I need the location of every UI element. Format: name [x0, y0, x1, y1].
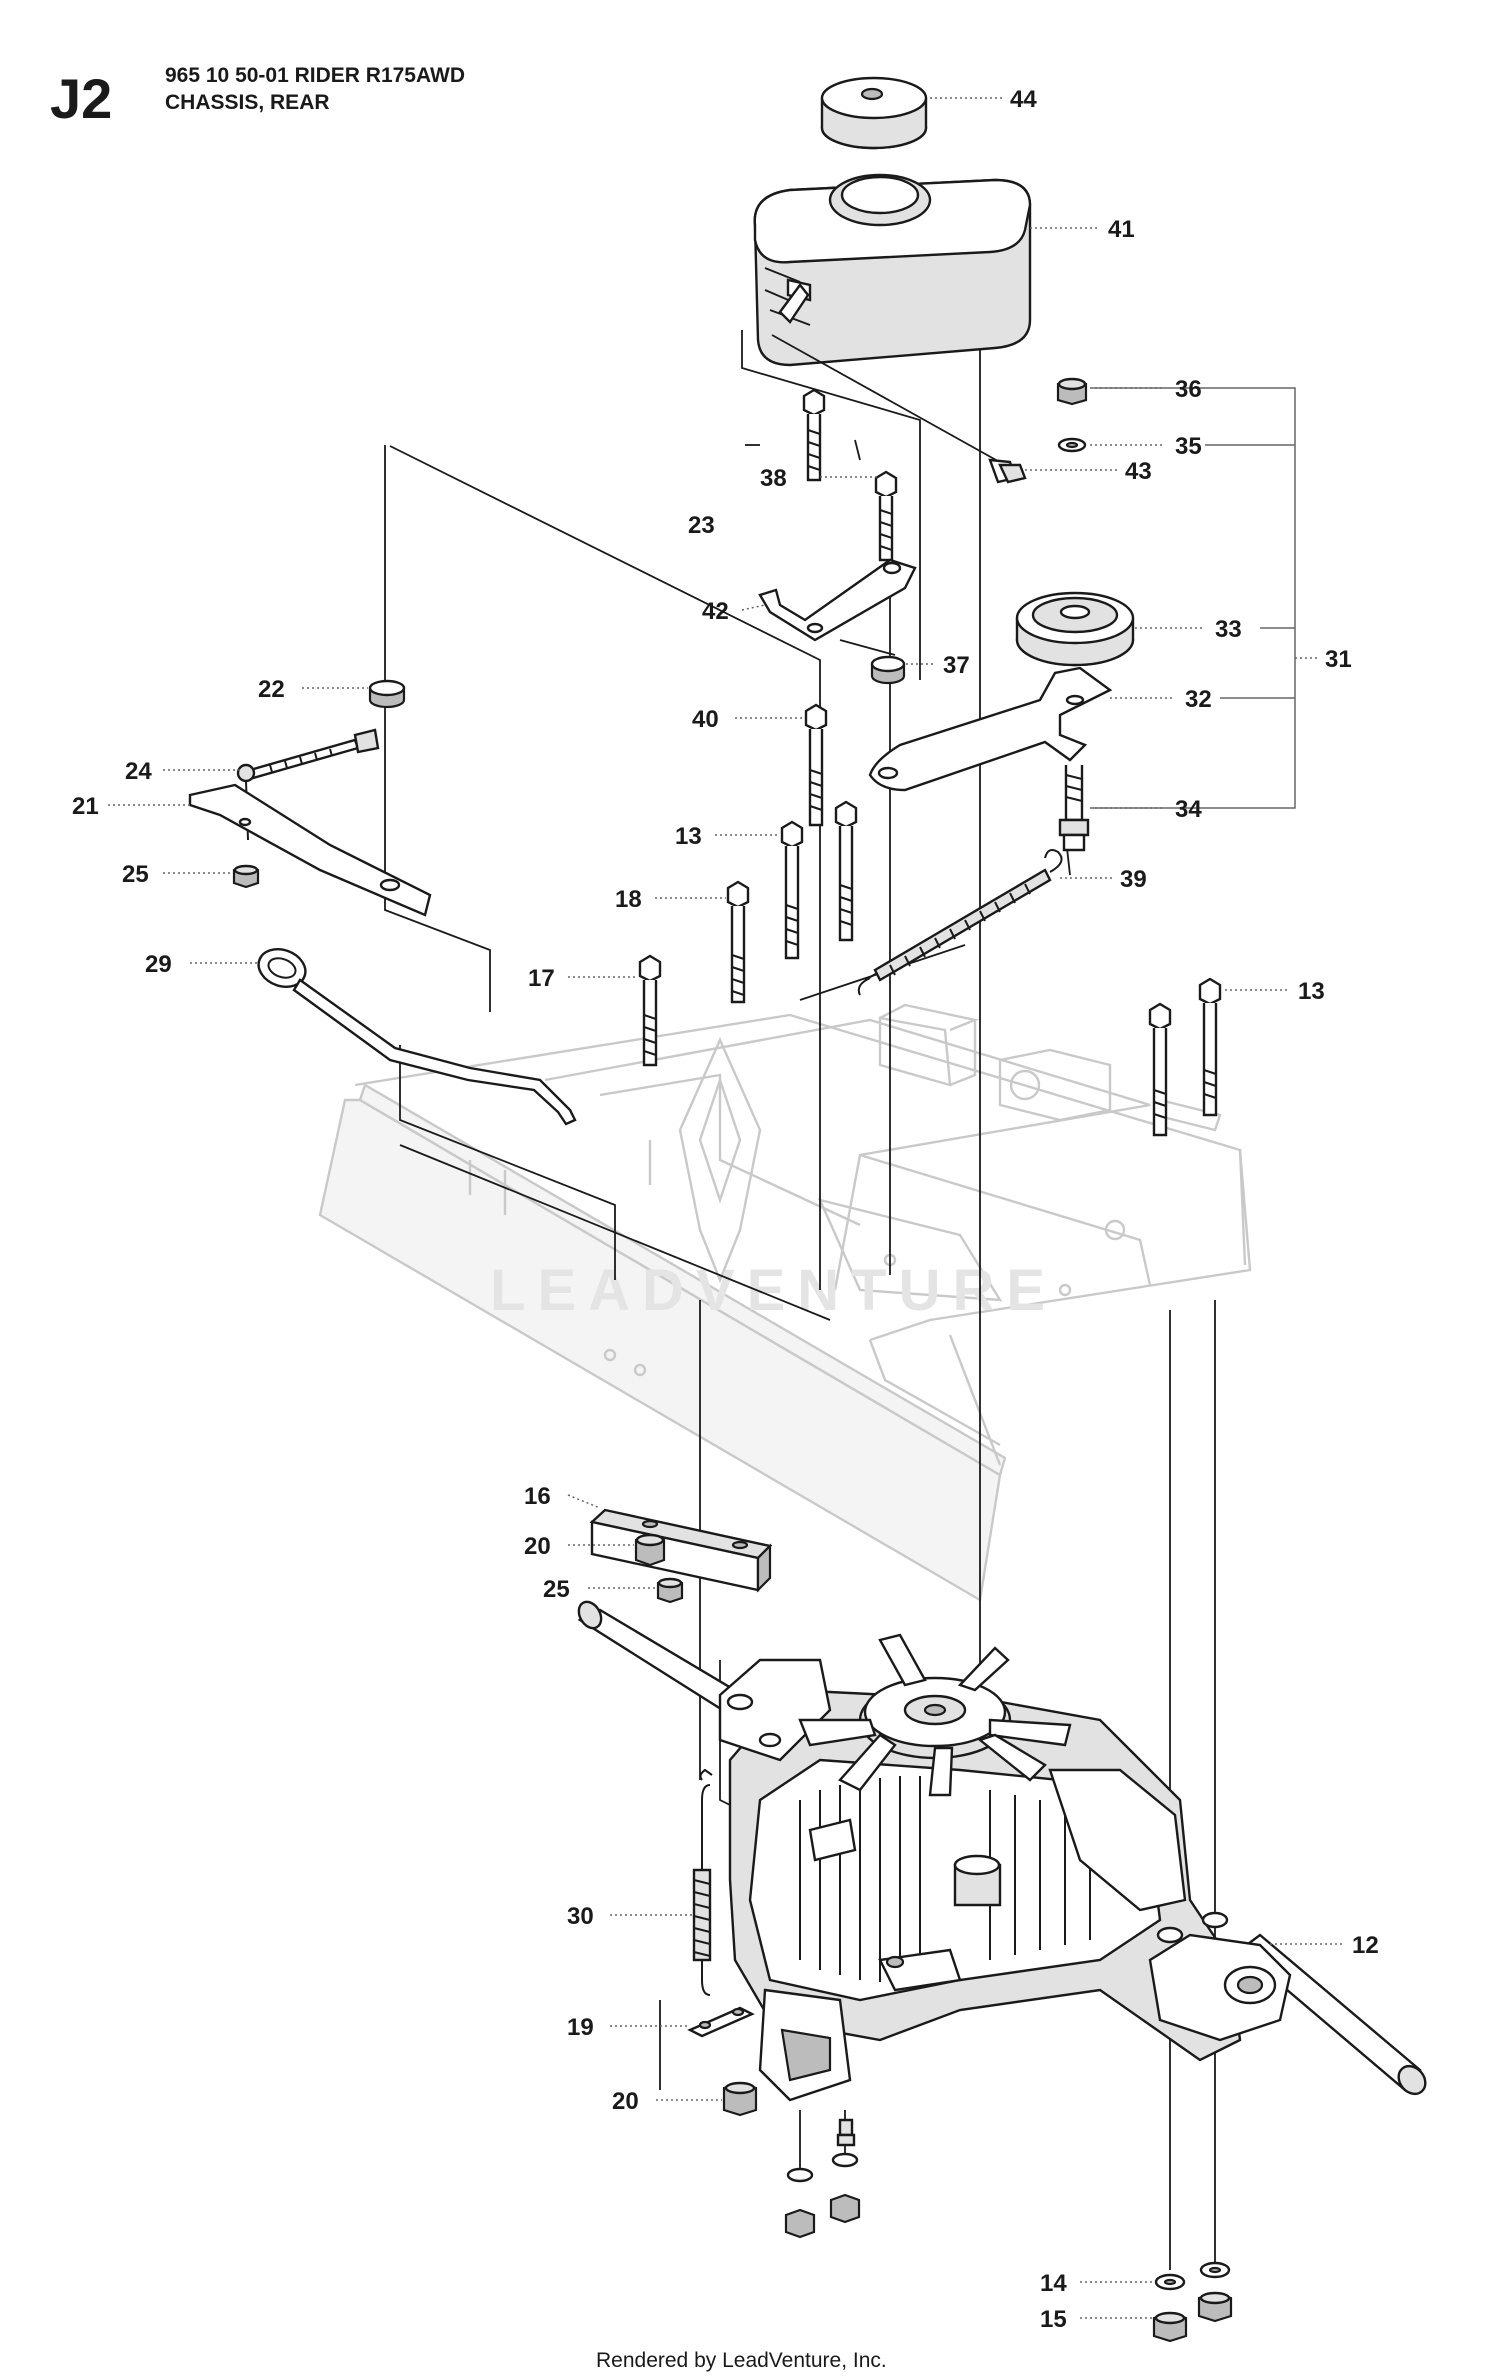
- callout-18[interactable]: 18: [615, 886, 642, 913]
- part-22-grommet[interactable]: [368, 679, 406, 709]
- part-19-link-plate[interactable]: [687, 2006, 755, 2038]
- callout-35[interactable]: 35: [1175, 433, 1202, 460]
- callout-16[interactable]: 16: [524, 1483, 551, 1510]
- part-12-transaxle[interactable]: [574, 1598, 1430, 2102]
- assembly-guide-lines: [384, 330, 1216, 2270]
- part-21-steering-arm[interactable]: [188, 783, 432, 917]
- callout-25-lower[interactable]: 25: [543, 1576, 570, 1603]
- callout-29[interactable]: 29: [145, 951, 172, 978]
- diagram-code: J2: [50, 67, 112, 130]
- part-29-control-rod[interactable]: [253, 943, 577, 1126]
- model-line: 965 10 50-01 RIDER R175AWD: [165, 64, 465, 87]
- part-25-nut-lower[interactable]: [656, 1577, 684, 1604]
- callout-33[interactable]: 33: [1215, 616, 1242, 643]
- part-38-bolts[interactable]: [802, 388, 898, 562]
- callout-43[interactable]: 43: [1125, 458, 1152, 485]
- callout-25-top[interactable]: 25: [122, 861, 149, 888]
- part-30-spring[interactable]: [692, 1768, 713, 1996]
- part-32-idler-arm[interactable]: [868, 666, 1113, 792]
- section-line: CHASSIS, REAR: [165, 91, 330, 114]
- part-44-fuel-cap[interactable]: [820, 76, 928, 150]
- part-42-bracket[interactable]: [758, 558, 917, 642]
- part-36-nut[interactable]: [1056, 377, 1088, 406]
- part-13-bolts-right[interactable]: [1148, 977, 1222, 1137]
- callout-40[interactable]: 40: [692, 706, 719, 733]
- transaxle-lower-hardware[interactable]: [784, 2110, 861, 2239]
- callout-30[interactable]: 30: [567, 1903, 594, 1930]
- callout-32[interactable]: 32: [1185, 686, 1212, 713]
- callout-31[interactable]: 31: [1325, 646, 1352, 673]
- callout-13-top[interactable]: 13: [675, 823, 702, 850]
- footer-credit: Rendered by LeadVenture, Inc.: [596, 2349, 887, 2372]
- watermark: LEADVENTURE: [490, 1258, 1057, 1323]
- callout-36[interactable]: 36: [1175, 376, 1202, 403]
- part-14-washer[interactable]: [1154, 2261, 1231, 2291]
- part-35-washer[interactable]: [1057, 437, 1087, 453]
- callout-23[interactable]: 23: [688, 512, 715, 539]
- part-13-bolts-left[interactable]: [780, 800, 858, 960]
- part-15-nut[interactable]: [1152, 2291, 1233, 2343]
- part-39-tension-spring[interactable]: [857, 849, 1063, 996]
- part-16-spacer-block[interactable]: [589, 1508, 773, 1593]
- callout-17[interactable]: 17: [528, 965, 555, 992]
- leader-lines: [108, 97, 1345, 2319]
- callout-24[interactable]: 24: [125, 758, 152, 785]
- callout-15[interactable]: 15: [1040, 2306, 1067, 2333]
- part-43-screw[interactable]: [771, 334, 1027, 484]
- part-37-grommet[interactable]: [870, 655, 906, 685]
- part-17-bolt[interactable]: [638, 954, 662, 1067]
- part-18-bolt[interactable]: [726, 880, 750, 1004]
- callout-20-lower[interactable]: 20: [612, 2088, 639, 2115]
- part-24-rod-end[interactable]: [236, 728, 380, 841]
- part-34-shoulder-bolt[interactable]: [1058, 765, 1090, 852]
- callout-12[interactable]: 12: [1352, 1932, 1379, 1959]
- callout-44[interactable]: 44: [1010, 86, 1037, 113]
- callout-34[interactable]: 34: [1175, 796, 1202, 823]
- callout-39[interactable]: 39: [1120, 866, 1147, 893]
- callout-21[interactable]: 21: [72, 793, 99, 820]
- callout-14[interactable]: 14: [1040, 2270, 1067, 2297]
- callout-19[interactable]: 19: [567, 2014, 594, 2041]
- part-25-nut-top[interactable]: [232, 864, 260, 889]
- part-20-nut-upper[interactable]: [634, 1533, 666, 1567]
- chassis-frame-ghost: [318, 1003, 1252, 1602]
- callout-37[interactable]: 37: [943, 652, 970, 679]
- callout-38[interactable]: 38: [760, 465, 787, 492]
- part-33-idler-pulley[interactable]: [1015, 591, 1135, 667]
- part-40-bolt[interactable]: [804, 703, 828, 827]
- watermark-logo: [678, 1037, 762, 1284]
- callout-20-upper[interactable]: 20: [524, 1533, 551, 1560]
- callout-labels: 44 41 43 38 23 36 35 42 33 31 22 37 32 4…: [72, 86, 1379, 2333]
- part-20-nut-lower[interactable]: [722, 2081, 758, 2117]
- callout-41[interactable]: 41: [1108, 216, 1135, 243]
- callout-13-right[interactable]: 13: [1298, 978, 1325, 1005]
- callout-42[interactable]: 42: [702, 598, 729, 625]
- diagram-header: J2 965 10 50-01 RIDER R175AWD CHASSIS, R…: [50, 64, 465, 130]
- part-41-fuel-tank[interactable]: [753, 173, 1032, 367]
- callout-22[interactable]: 22: [258, 676, 285, 703]
